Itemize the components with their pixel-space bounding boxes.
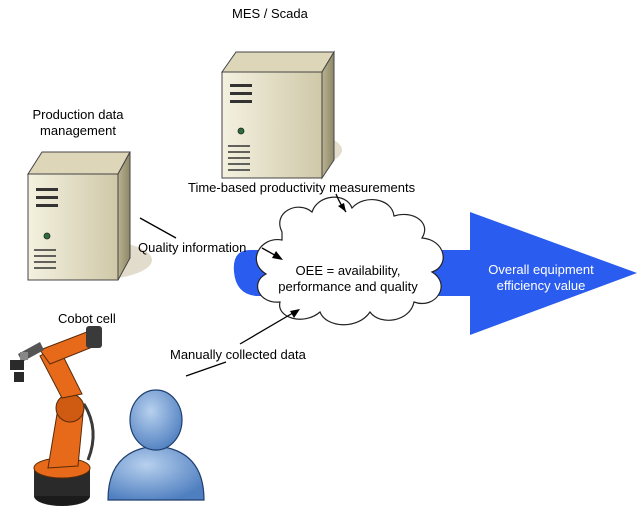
server-icon (221, 50, 342, 180)
server-icon (27, 151, 152, 281)
mes-label: MES / Scada (232, 6, 308, 21)
output-label-line2: efficiency value (496, 278, 586, 293)
output-arrow (233, 212, 637, 335)
pdm-label: Production data management (28, 107, 128, 139)
output-label-line1: Overall equipment (488, 262, 594, 277)
output-label: Overall equipment efficiency value (466, 262, 616, 294)
pdm-label-line1: Production data (32, 107, 124, 122)
oee-label: OEE = availability, performance and qual… (268, 263, 428, 295)
oee-label-line2: performance and quality (278, 279, 418, 294)
connector-quality (139, 217, 283, 260)
manual-label: Manually collected data (170, 347, 306, 362)
oee-cloud (255, 196, 444, 326)
time-based-label: Time-based productivity measurements (188, 180, 416, 195)
person-icon (107, 389, 205, 501)
pdm-label-line2: management (40, 123, 116, 138)
oee-label-line1: OEE = availability, (295, 263, 401, 278)
cobot-label: Cobot cell (58, 311, 116, 326)
quality-label: Quality information (138, 240, 247, 255)
connector-manual (185, 309, 300, 377)
connector-time-based (335, 193, 347, 213)
industrial-robot-icon (10, 326, 102, 506)
